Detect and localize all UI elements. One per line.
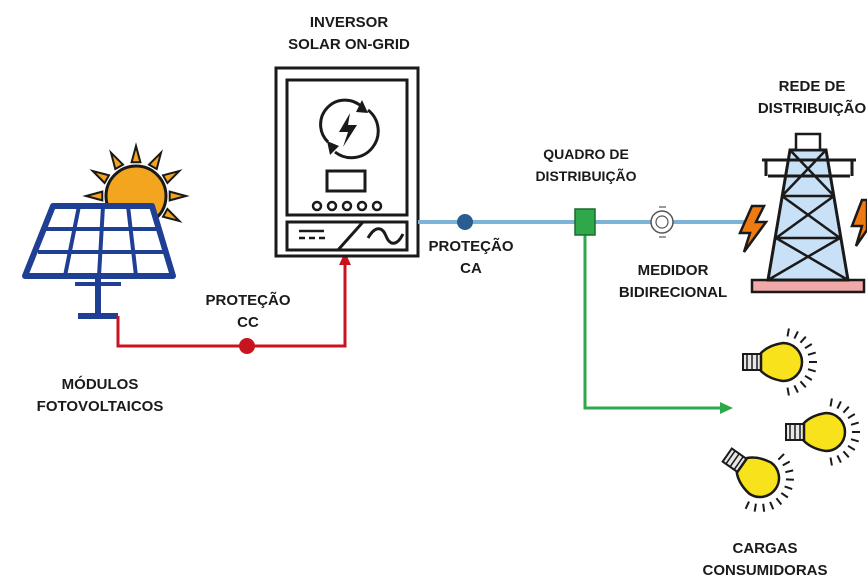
modules-label: MÓDULOS FOTOVOLTAICOS — [20, 374, 180, 418]
modules-label-line1: MÓDULOS — [61, 376, 139, 393]
distribution-board-label: QUADRO DE DISTRIBUIÇÃO — [526, 143, 646, 187]
sun-ray — [109, 149, 125, 171]
transmission-tower-icon — [738, 132, 867, 294]
load-line — [574, 208, 733, 414]
grid-label: REDE DE DISTRIBUIÇÃO — [742, 76, 867, 120]
meter-label: MEDIDOR BIDIRECIONAL — [608, 260, 738, 304]
sun-ray — [147, 149, 163, 171]
light-bulb-icon — [742, 328, 817, 396]
meter-label-line2: BIDIRECIONAL — [618, 284, 728, 301]
inverter-label-line1: INVERSOR — [309, 14, 389, 31]
cc-protection-node — [239, 338, 255, 354]
distribution-board-label-line1: QUADRO DE — [543, 146, 629, 162]
grid-label-line1: REDE DE — [778, 78, 846, 95]
ca-protection-label-line1: PROTEÇÃO — [428, 238, 514, 255]
modules-label-line2: FOTOVOLTAICOS — [36, 398, 164, 415]
bidirectional-meter-icon — [650, 206, 674, 238]
sun-ray — [168, 190, 190, 202]
sun-ray — [161, 207, 183, 223]
inverter-label-line2: SOLAR ON-GRID — [288, 36, 410, 53]
inverter-icon — [274, 66, 420, 258]
grid-label-line2: DISTRIBUIÇÃO — [757, 100, 867, 117]
dc-line — [116, 252, 351, 354]
ca-protection-label: PROTEÇÃO CA — [416, 236, 526, 280]
lightning-left-icon — [738, 204, 769, 253]
distribution-board-label-line2: DISTRIBUIÇÃO — [535, 168, 637, 184]
sun-ray — [161, 169, 183, 185]
light-bulb-icon — [721, 447, 794, 512]
meter-label-line1: MEDIDOR — [637, 262, 709, 279]
loads-label: CARGAS CONSUMIDORAS — [690, 538, 840, 582]
loads-label-line2: CONSUMIDORAS — [702, 562, 828, 579]
loads-bulbs-icon — [721, 328, 860, 512]
cc-protection-label-line2: CC — [237, 314, 259, 331]
inverter-label: INVERSOR SOLAR ON-GRID — [286, 12, 412, 56]
lightning-right-icon — [850, 198, 867, 247]
sun-ray — [89, 169, 111, 185]
loads-label-line1: CARGAS — [732, 540, 798, 557]
sun-ray — [82, 190, 104, 202]
distribution-board-node — [574, 208, 596, 236]
solar-modules-icon — [22, 142, 190, 319]
cc-protection-label-line1: PROTEÇÃO — [205, 292, 291, 309]
ca-protection-node — [457, 214, 473, 230]
ca-protection-label-line2: CA — [460, 260, 482, 277]
light-bulb-icon — [785, 398, 860, 466]
sun-ray — [130, 142, 142, 164]
cc-protection-label: PROTEÇÃO CC — [193, 290, 303, 334]
